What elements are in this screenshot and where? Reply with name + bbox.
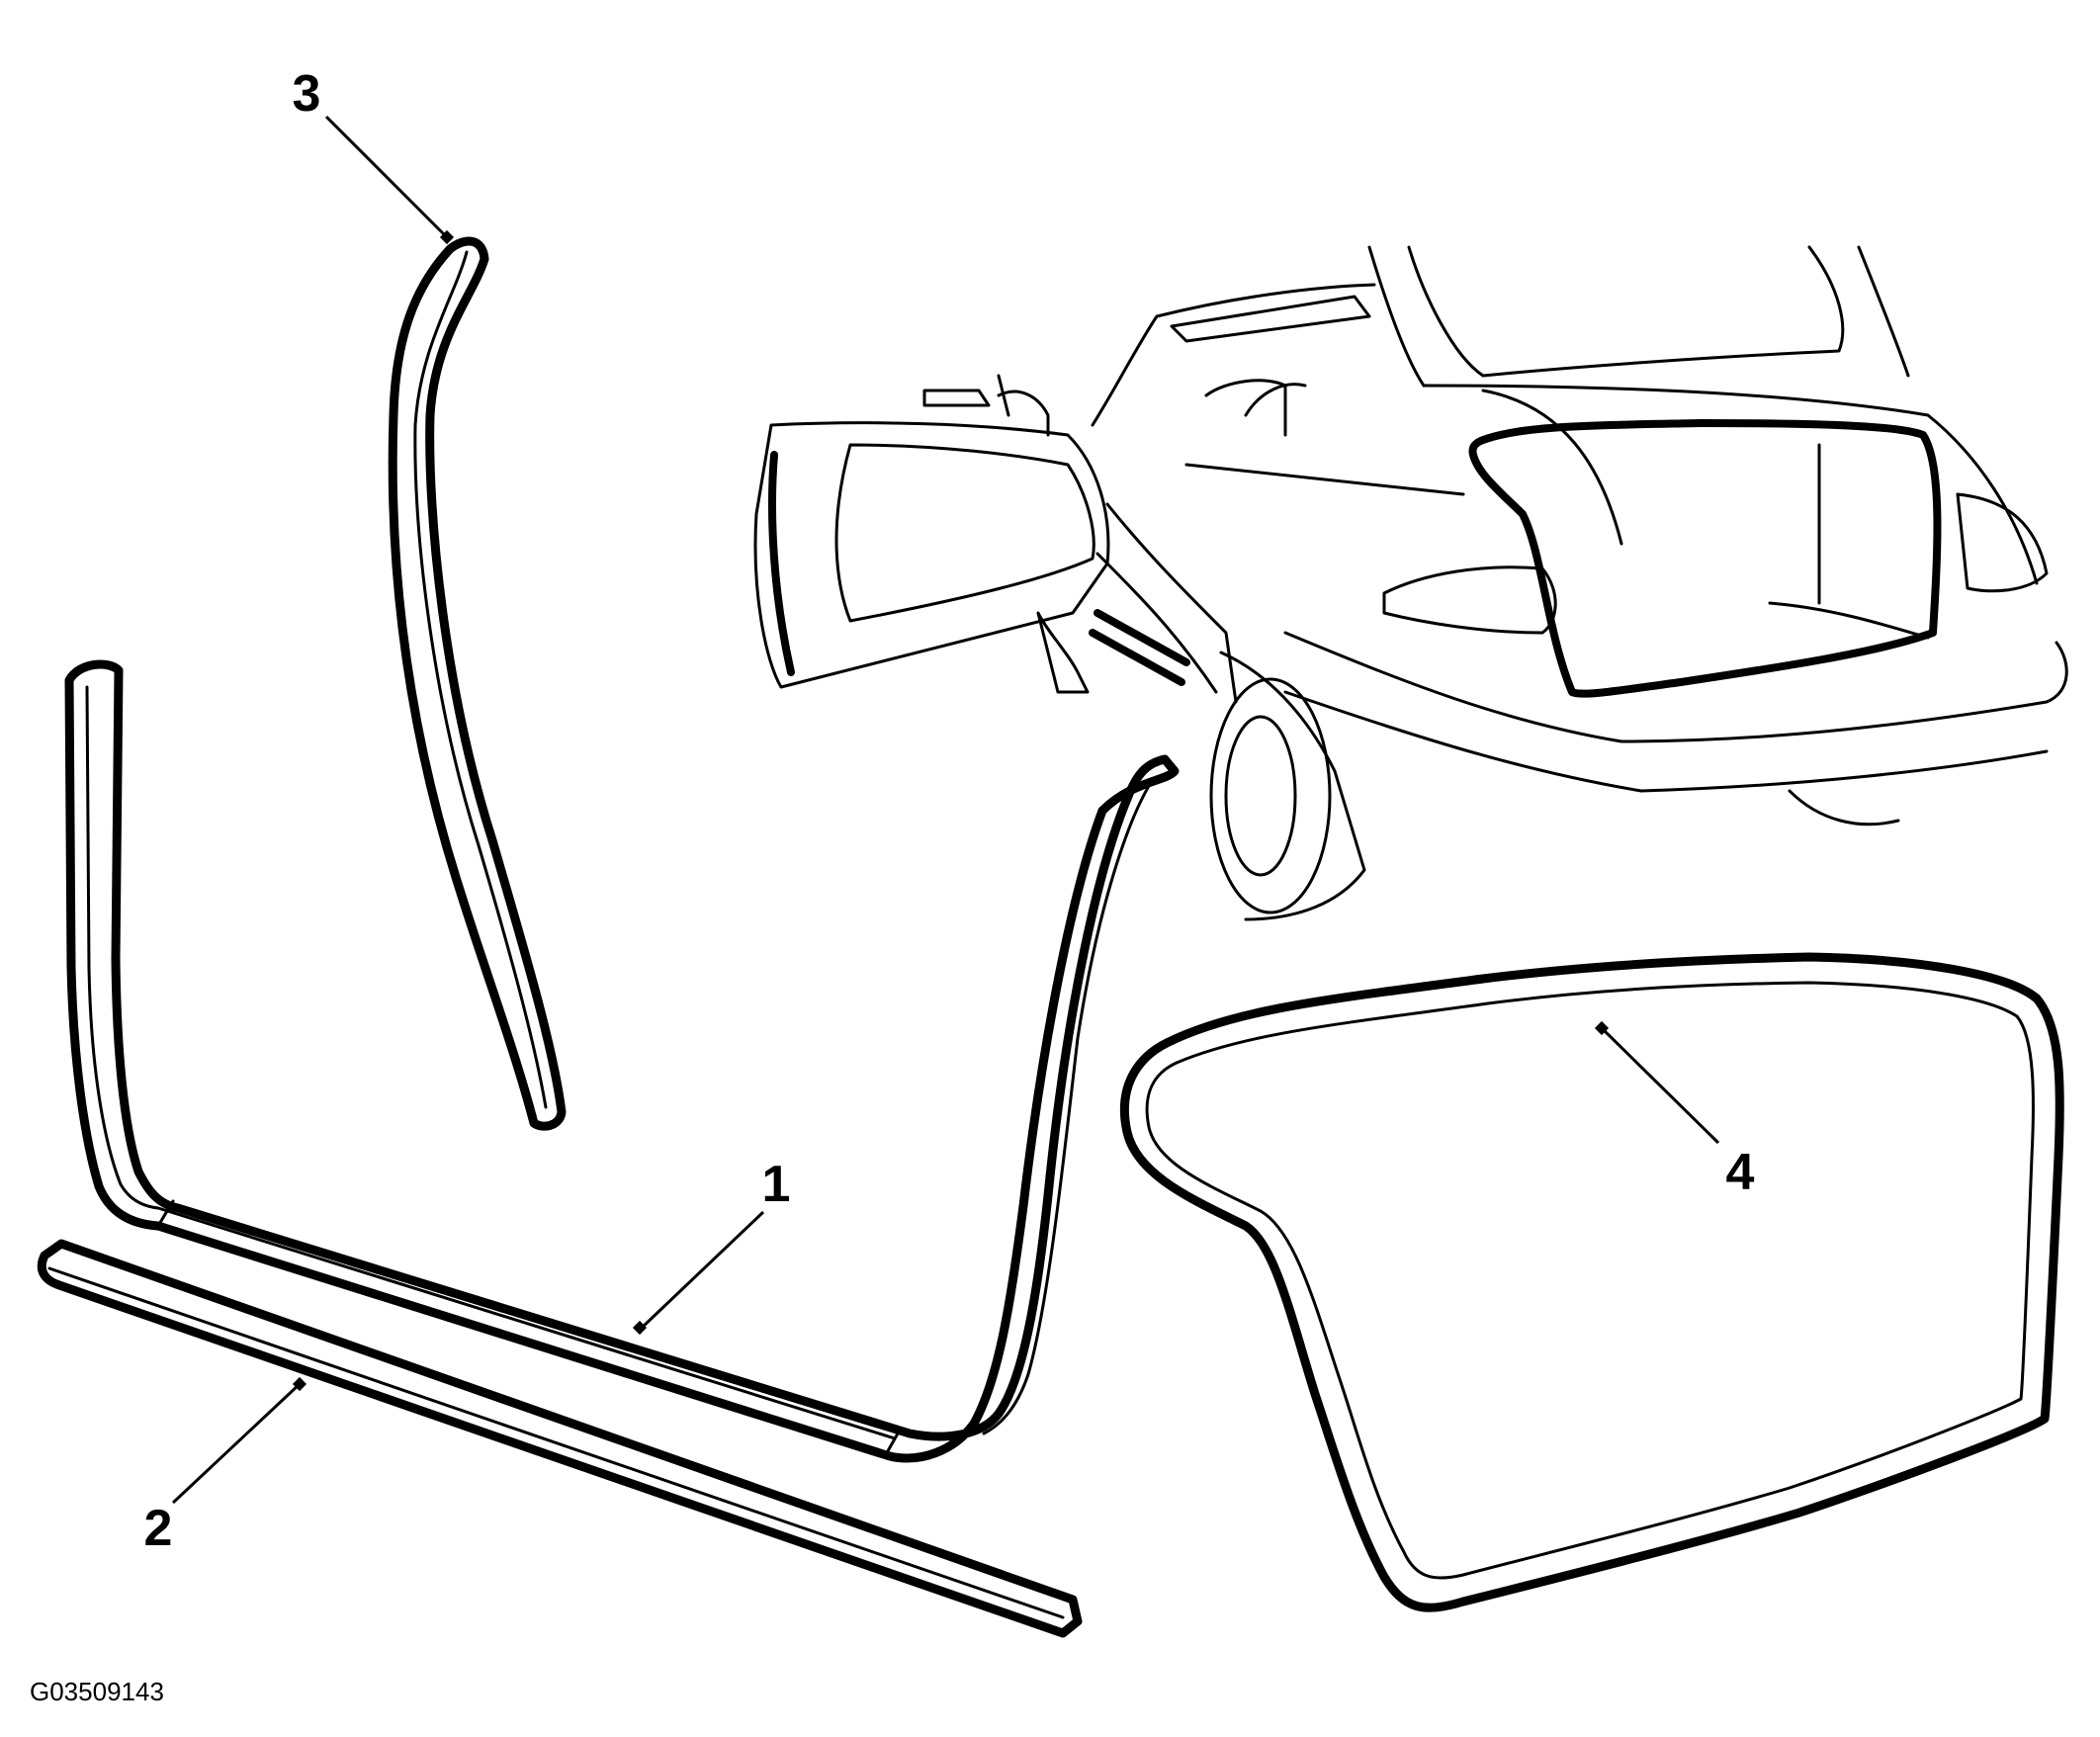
figure-code: G03509143 bbox=[30, 1677, 164, 1706]
callout-3-label: 3 bbox=[293, 65, 321, 123]
callout-3: 3 bbox=[293, 65, 455, 245]
part-3-door-frame-seal bbox=[388, 236, 567, 1131]
rear-wheel bbox=[1209, 677, 1332, 914]
open-door bbox=[753, 421, 1110, 689]
callout-4: 4 bbox=[1594, 1020, 1755, 1201]
car-illustration bbox=[753, 245, 2068, 921]
trunk-seal-on-car bbox=[1468, 419, 1942, 698]
part-4-trunk-seal bbox=[1119, 952, 2064, 1612]
callout-4-label: 4 bbox=[1726, 1144, 1755, 1201]
door-seal-on-car bbox=[768, 451, 795, 676]
callout-1: 1 bbox=[632, 1156, 791, 1336]
sill-on-car bbox=[1089, 609, 1190, 686]
part-1-door-opening-weatherstrip bbox=[64, 659, 1180, 1463]
callout-2: 2 bbox=[144, 1376, 307, 1557]
callout-1-label: 1 bbox=[762, 1156, 791, 1213]
callout-2-label: 2 bbox=[144, 1500, 173, 1557]
trunk-lid bbox=[1367, 245, 1910, 388]
part-2-sill-strip bbox=[37, 1239, 1083, 1638]
